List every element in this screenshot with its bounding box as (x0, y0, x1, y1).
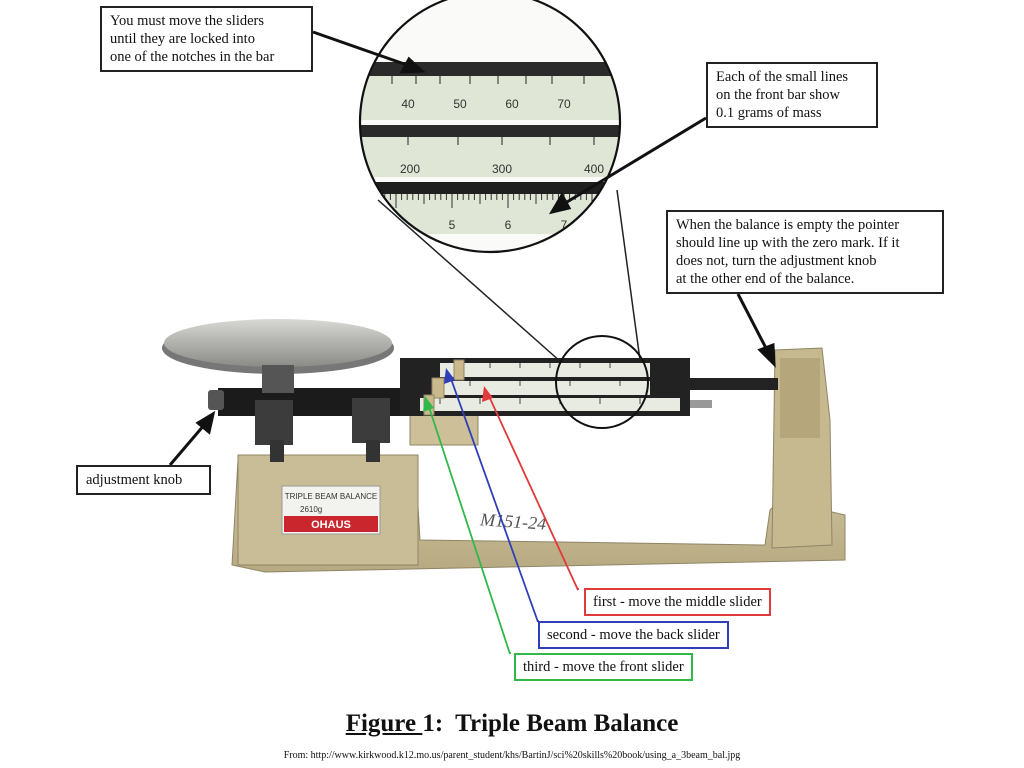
callout-small-lines: Each of the small lines on the front bar… (706, 62, 878, 128)
arrow-second-step-head (444, 368, 455, 384)
arrow-small-lines (561, 116, 707, 207)
arrow-sliders-head (399, 56, 426, 74)
arrow-pointer (736, 293, 770, 353)
zoom-middle-tick-200: 200 (400, 162, 420, 176)
tower-window (780, 358, 820, 438)
zoom-front-tick-5: 5 (449, 218, 456, 232)
adjustment-knob-part (208, 390, 224, 410)
triple-beam-balance: TRIPLE BEAM BALANCE 2610g OHAUS M151-24 (162, 319, 846, 573)
figure-caption: Figure 1: Triple Beam Balance (0, 710, 1024, 738)
arrow-third-step-head (423, 396, 434, 412)
pan (164, 319, 392, 367)
zoom-top-tick-60: 60 (505, 97, 519, 111)
zoom-front-tick-7: 7 (561, 218, 568, 232)
step-third-label: third - move the front slider (514, 653, 693, 681)
arrow-pointer-head (757, 342, 776, 368)
pan-leg-right (352, 398, 390, 443)
step-second-label: second - move the back slider (538, 621, 729, 649)
zoom-target-circle (555, 335, 649, 429)
plate-title: TRIPLE BEAM BALANCE (285, 492, 377, 501)
handwritten-id: M151-24 (479, 509, 547, 534)
pan-stem (262, 365, 294, 393)
caption-figure-number: 1 (422, 710, 435, 737)
beam-front (420, 398, 680, 411)
zoom-top-tick-40: 40 (401, 97, 415, 111)
brand-strip (284, 516, 378, 532)
caption-figure-word: Figure (345, 710, 423, 737)
step-first-label: first - move the middle slider (584, 588, 771, 616)
beam-middle (440, 381, 650, 395)
zoom-top-tick-70: 70 (557, 97, 571, 111)
arrow-adjustment-knob-head (195, 410, 216, 435)
zoom-front-tick-6: 6 (505, 218, 512, 232)
beam-back (440, 363, 650, 377)
arrow-third-step (427, 403, 511, 655)
balance-diagram: TRIPLE BEAM BALANCE 2610g OHAUS M151-24 (162, 0, 846, 655)
arrow-first-step (487, 393, 579, 591)
black-arrows (168, 30, 776, 466)
pointer-arm (688, 378, 778, 390)
plate-capacity: 2610g (300, 505, 322, 514)
pan-foot-right (366, 440, 380, 462)
arrow-small-lines-head (548, 191, 572, 215)
zoom-connector-right (616, 189, 641, 361)
zoom-middle-tick-400: 400 (584, 162, 604, 176)
pan-foot-left (270, 440, 284, 462)
arrow-sliders (312, 30, 411, 68)
source-credit: From: http://www.kirkwood.k12.mo.us/pare… (283, 750, 741, 761)
caption-title: : Triple Beam Balance (434, 710, 679, 737)
zoom-view: 40 50 60 70 200 300 400 5 6 7 (358, 0, 622, 254)
zoom-connector-left (377, 199, 571, 371)
arrow-first-step-head (482, 386, 493, 402)
back-slider (453, 359, 465, 381)
zoom-top-tick-50: 50 (453, 97, 467, 111)
callout-sliders: You must move the sliders until they are… (100, 6, 313, 72)
callout-adjustment-knob: adjustment knob (76, 465, 211, 495)
callout-pointer: When the balance is empty the pointer sh… (666, 210, 944, 294)
brand-label: OHAUS (311, 519, 351, 531)
zoom-middle-tick-300: 300 (492, 162, 512, 176)
pan-leg-left (255, 400, 293, 445)
arrow-adjustment-knob (168, 423, 207, 466)
middle-slider (431, 377, 445, 399)
beam-end-screw (690, 400, 712, 408)
